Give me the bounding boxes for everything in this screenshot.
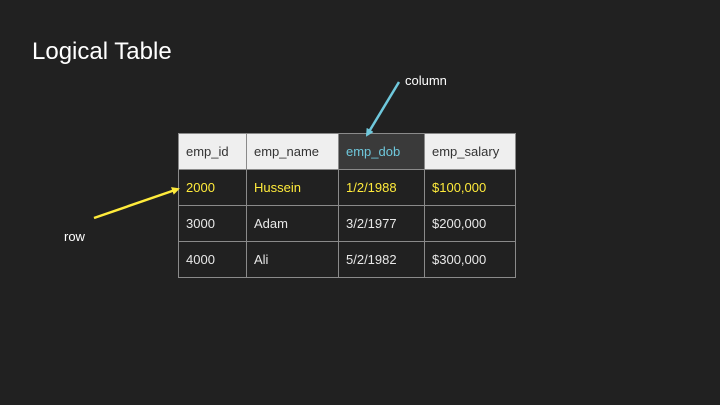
column-arrow [365, 81, 401, 137]
table-cell: Hussein [246, 169, 339, 206]
table-cell: Ali [246, 241, 339, 278]
table-cell: 3000 [178, 205, 247, 242]
header-emp-dob: emp_dob [338, 133, 425, 170]
table-cell: 1/2/1988 [338, 169, 425, 206]
table-header-row: emp_id emp_name emp_dob emp_salary [178, 133, 516, 170]
table-row: 3000 Adam 3/2/1977 $200,000 [178, 205, 516, 242]
table-cell: 4000 [178, 241, 247, 278]
table-row: 2000 Hussein 1/2/1988 $100,000 [178, 169, 516, 206]
table-cell: $300,000 [424, 241, 516, 278]
table-cell: 3/2/1977 [338, 205, 425, 242]
column-annotation-label: column [405, 73, 447, 88]
table-cell: 5/2/1982 [338, 241, 425, 278]
row-arrow [93, 187, 180, 220]
header-emp-salary: emp_salary [424, 133, 516, 170]
slide-title: Logical Table [32, 38, 172, 65]
table-cell: 2000 [178, 169, 247, 206]
row-annotation-label: row [64, 229, 85, 244]
header-emp-name: emp_name [246, 133, 339, 170]
table-row: 4000 Ali 5/2/1982 $300,000 [178, 241, 516, 278]
table-cell: $200,000 [424, 205, 516, 242]
logical-table: emp_id emp_name emp_dob emp_salary 2000 … [178, 133, 516, 278]
table-cell: Adam [246, 205, 339, 242]
